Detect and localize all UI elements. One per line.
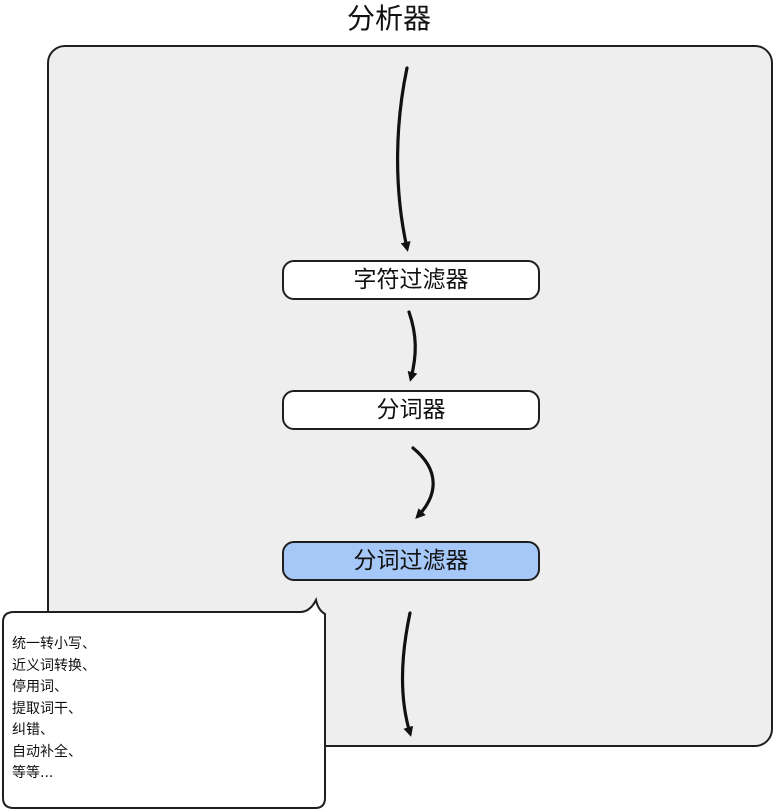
note-line: 近义词转换、	[12, 657, 96, 674]
diagram-title: 分析器	[346, 2, 431, 35]
note-line: 统一转小写、	[12, 636, 96, 652]
note-line: 纠错、	[12, 722, 54, 738]
arrow-into-char-filter	[396, 66, 411, 252]
note-line: 提取词干、	[12, 700, 82, 717]
char-filter-step: 字符过滤器	[282, 260, 540, 300]
note-line: 等等...	[12, 765, 54, 781]
tokenizer-step: 分词器	[282, 390, 540, 430]
note-callout-bubble	[1, 596, 326, 809]
note-line: 自动补全、	[12, 743, 82, 760]
note-line: 停用词、	[12, 679, 68, 695]
arrow-char-filter-to-tokenizer	[407, 310, 418, 382]
arrow-tokenizer-to-token-filter	[411, 446, 435, 519]
arrow-out-of-token-filter	[400, 611, 414, 737]
token-filter-note: 统一转小写、 近义词转换、 停用词、 提取词干、 纠错、 自动补全、 等等...	[12, 634, 312, 785]
token-filter-step: 分词过滤器	[282, 541, 540, 581]
